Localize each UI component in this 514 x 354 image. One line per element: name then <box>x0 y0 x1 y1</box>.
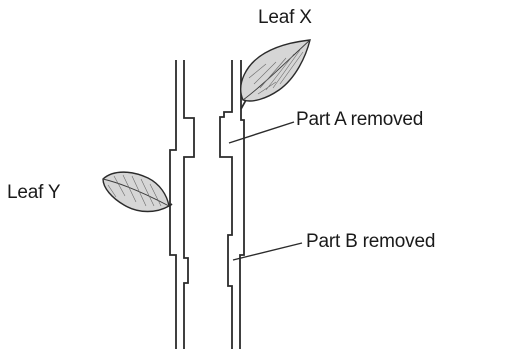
leaf-y-label: Leaf Y <box>7 182 61 203</box>
leaf-x-icon <box>240 39 311 110</box>
left-stem <box>169 60 195 349</box>
part-a-removed-label: Part A removed <box>296 109 424 130</box>
leaf-x-label: Leaf X <box>258 7 312 28</box>
part-a-pointer-line <box>228 121 295 144</box>
left-stem-inner-edge <box>183 60 195 349</box>
left-stem-outer-edge <box>169 60 177 349</box>
right-stem-outer-edge <box>239 60 245 349</box>
leaf-y-icon <box>102 171 173 213</box>
part-b-removed-label: Part B removed <box>306 231 436 252</box>
part-b-pointer-line <box>232 242 303 261</box>
right-stem-inner-edge <box>219 60 233 349</box>
right-stem <box>219 60 245 349</box>
